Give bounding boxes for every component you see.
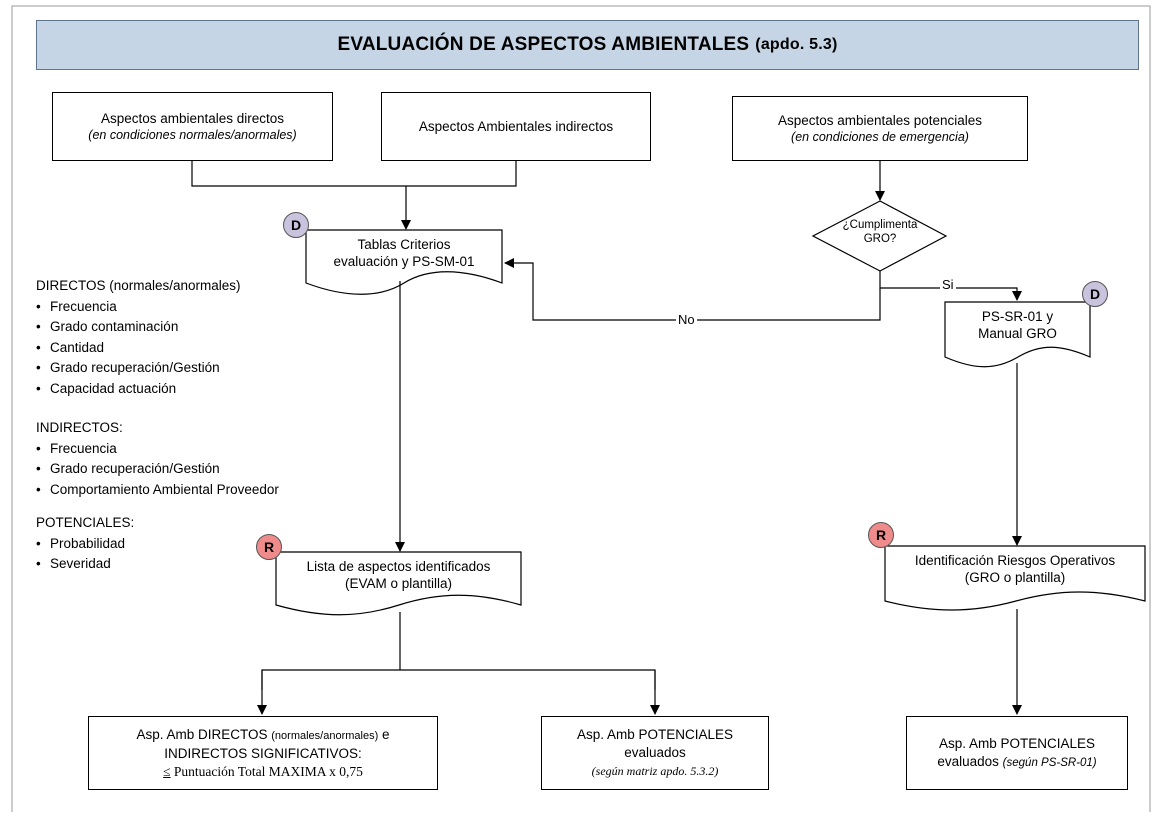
doc-shape-psr bbox=[944, 301, 1091, 368]
badge-document-psr: D bbox=[1082, 281, 1108, 307]
doc-riesgos-line1: Identificación Riesgos Operativos bbox=[914, 553, 1116, 568]
output-pot-ps-line1: Asp. Amb POTENCIALES bbox=[938, 735, 1096, 751]
box-aspectos-potenciales: Aspectos ambientales potenciales (en con… bbox=[732, 96, 1028, 161]
criteria-item: Grado contaminación bbox=[36, 317, 241, 338]
doc-lista-aspectos: Lista de aspectos identificados (EVAM o … bbox=[276, 552, 521, 602]
output-directos-line3: ≤ Puntuación Total MAXIMA x 0,75 bbox=[163, 763, 363, 779]
box-aspectos-directos: Aspectos ambientales directos (en condic… bbox=[52, 92, 333, 161]
badge-record-riesgos: R bbox=[868, 522, 894, 548]
output-pot-matriz-line3: (según matriz apdo. 5.3.2) bbox=[591, 764, 719, 778]
doc-riesgos-line2: (GRO o plantilla) bbox=[964, 570, 1066, 585]
criteria-item: Capacidad actuación bbox=[36, 379, 241, 400]
criteria-item: Grado recuperación/Gestión bbox=[36, 459, 279, 480]
decision-line1: ¿Cumplimenta bbox=[842, 219, 918, 231]
criteria-item: Frecuencia bbox=[36, 439, 279, 460]
doc-tablas-criterios: Tablas Criterios evaluación y PS-SM-01 bbox=[306, 230, 502, 280]
decision-yes-label: Si bbox=[940, 277, 956, 292]
output-directos-line2: INDIRECTOS SIGNIFICATIVOS: bbox=[164, 745, 362, 761]
badge-record-lista: R bbox=[256, 534, 282, 560]
badge-document-tablas: D bbox=[283, 212, 309, 238]
criteria-directos: DIRECTOS (normales/anormales) Frecuencia… bbox=[36, 276, 241, 399]
output-potenciales-matriz: Asp. Amb POTENCIALES evaluados (según ma… bbox=[541, 716, 769, 790]
connector-lista-split bbox=[261, 669, 656, 690]
doc-tablas-line1: Tablas Criterios bbox=[357, 237, 451, 252]
criteria-potenciales-heading: POTENCIALES: bbox=[36, 515, 135, 530]
connector-merge-inputs bbox=[191, 161, 517, 187]
title-main: EVALUACIÓN DE ASPECTOS AMBIENTALES bbox=[337, 34, 750, 55]
criteria-item: Frecuencia bbox=[36, 297, 241, 318]
box-aspectos-potenciales-label: Aspectos ambientales potenciales bbox=[777, 112, 983, 128]
box-aspectos-indirectos-label: Aspectos Ambientales indirectos bbox=[418, 119, 614, 134]
decision-no-label: No bbox=[676, 312, 697, 327]
criteria-indirectos: INDIRECTOS: Frecuencia Grado recuperació… bbox=[36, 418, 279, 500]
doc-lista-line2: (EVAM o plantilla) bbox=[344, 576, 453, 591]
output-directos-line1: Asp. Amb DIRECTOS (normales/anormales) e bbox=[136, 726, 390, 742]
page-frame bbox=[11, 5, 1151, 812]
criteria-item: Grado recuperación/Gestión bbox=[36, 358, 241, 379]
criteria-directos-heading: DIRECTOS (normales/anormales) bbox=[36, 278, 241, 293]
doc-tablas-line2: evaluación y PS-SM-01 bbox=[333, 254, 475, 269]
criteria-item: Probabilidad bbox=[36, 534, 134, 555]
decision-line2: GRO? bbox=[863, 233, 897, 245]
output-pot-ps-line2: evaluados (según PS-SR-01) bbox=[937, 753, 1097, 769]
page-title: EVALUACIÓN DE ASPECTOS AMBIENTALES (apdo… bbox=[36, 20, 1139, 70]
box-aspectos-directos-condition: (en condiciones normales/anormales) bbox=[88, 127, 297, 142]
criteria-item: Severidad bbox=[36, 554, 134, 575]
criteria-item: Comportamiento Ambiental Proveedor bbox=[36, 480, 279, 501]
connector-no bbox=[504, 258, 881, 321]
output-pot-matriz-line2: evaluados bbox=[624, 745, 686, 760]
doc-identificacion-riesgos: Identificación Riesgos Operativos (GRO o… bbox=[885, 546, 1145, 596]
doc-ps-sr-01: PS-SR-01 y Manual GRO bbox=[945, 302, 1090, 352]
doc-psr-line2: Manual GRO bbox=[978, 326, 1057, 341]
title-sub: (apdo. 5.3) bbox=[755, 36, 838, 53]
doc-shape-tablas bbox=[305, 229, 503, 295]
output-directos-indirectos: Asp. Amb DIRECTOS (normales/anormales) e… bbox=[88, 716, 438, 790]
box-aspectos-indirectos: Aspectos Ambientales indirectos bbox=[381, 92, 651, 161]
criteria-indirectos-heading: INDIRECTOS: bbox=[36, 420, 123, 435]
box-aspectos-potenciales-condition: (en condiciones de emergencia) bbox=[791, 129, 969, 144]
box-aspectos-directos-label: Aspectos ambientales directos bbox=[100, 110, 285, 126]
decision-label: ¿Cumplimenta GRO? bbox=[818, 218, 942, 246]
criteria-item: Cantidad bbox=[36, 338, 241, 359]
output-pot-matriz-line1: Asp. Amb POTENCIALES bbox=[576, 727, 734, 742]
doc-shape-riesgos bbox=[884, 545, 1146, 611]
output-potenciales-ps: Asp. Amb POTENCIALES evaluados (según PS… bbox=[906, 716, 1128, 790]
doc-psr-line1: PS-SR-01 y bbox=[981, 309, 1054, 324]
doc-lista-line1: Lista de aspectos identificados bbox=[306, 559, 491, 574]
criteria-potenciales: POTENCIALES: Probabilidad Severidad bbox=[36, 513, 134, 575]
doc-shape-lista bbox=[275, 551, 522, 616]
